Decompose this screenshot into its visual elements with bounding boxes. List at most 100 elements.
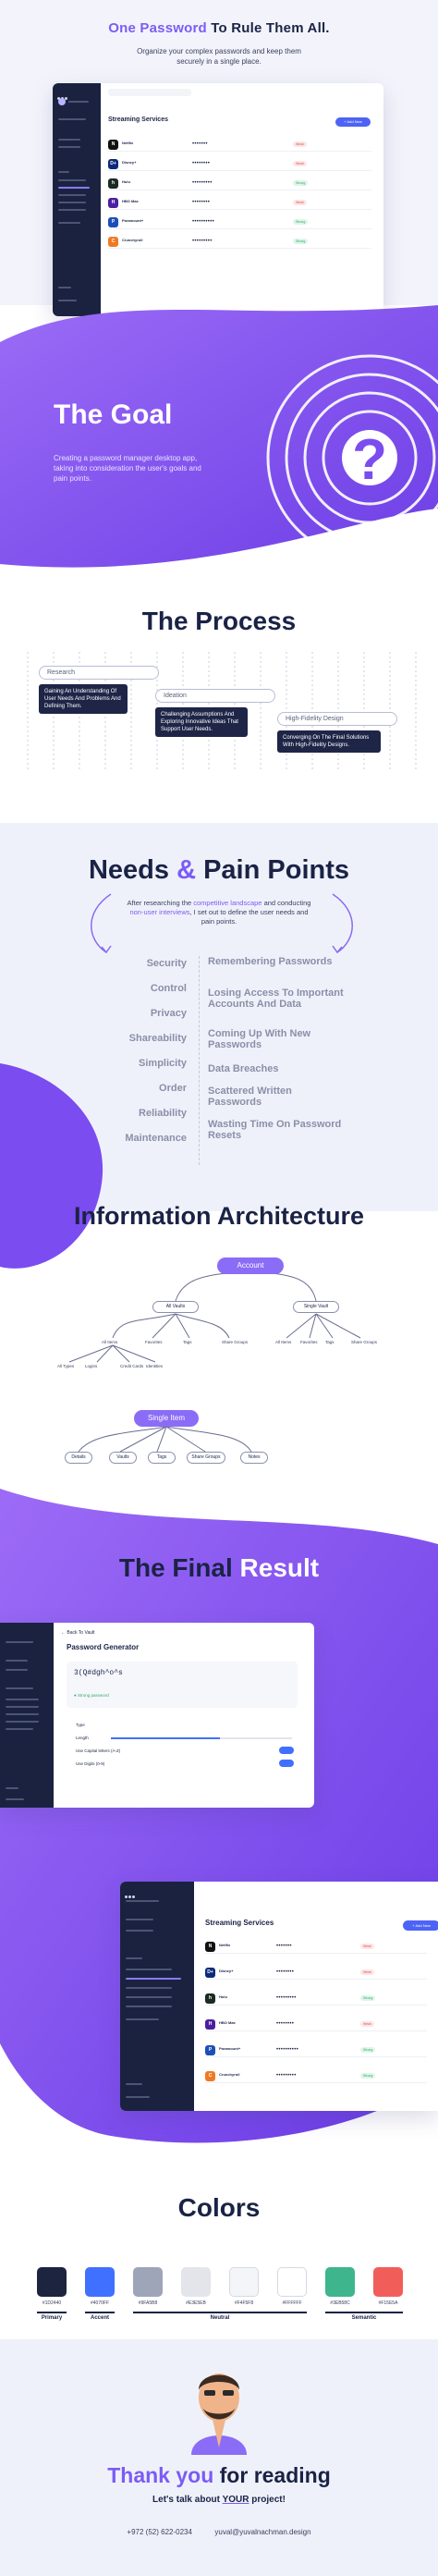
hero-service-name: Crunchyroll xyxy=(122,238,143,242)
final-strength-badge: Strong xyxy=(360,2047,376,2053)
svg-text:?: ? xyxy=(352,428,387,492)
need-item: Order xyxy=(159,1083,187,1094)
digits-toggle[interactable] xyxy=(279,1760,294,1767)
hero-service-name: Disney+ xyxy=(122,160,137,165)
final-masked-password: ••••••• xyxy=(276,1944,292,1949)
final-service-logo: h xyxy=(205,1993,215,2004)
ia-node-account: Account xyxy=(217,1257,284,1274)
color-hex-label: #F15E5A xyxy=(378,2300,398,2306)
hero-masked-password: ••••••• xyxy=(192,141,208,147)
needs-intro: After researching the competitive landsc… xyxy=(127,899,311,926)
ia-leaf-single-vault-child: All Items xyxy=(275,1340,292,1344)
needs-divider xyxy=(199,956,200,1165)
hero-strength-badge: Weak xyxy=(293,200,307,205)
final-masked-password: •••••••••• xyxy=(276,2047,299,2053)
hero-service-logo: C xyxy=(108,237,118,247)
process-note-ideation: Challenging Assumptions And Exploring In… xyxy=(155,707,248,737)
pain-item: Scattered Written Passwords xyxy=(208,1086,292,1108)
type-label: Type xyxy=(76,1723,85,1727)
process-title: The Process xyxy=(141,607,297,635)
ia-leaf-single-vault-child: Favorites xyxy=(300,1340,318,1344)
process-step-high-fidelity: High-Fidelity Design xyxy=(277,712,397,726)
group-line-primary xyxy=(37,2312,67,2313)
ia-node-single-item-child: Details xyxy=(65,1452,92,1464)
final-service-logo: P xyxy=(205,2045,215,2055)
final-masked-password: ••••••••• xyxy=(276,2073,297,2079)
group-semantic: Semantic xyxy=(351,2315,377,2321)
needs-blob xyxy=(0,1063,103,1269)
hero-service-logo: N xyxy=(108,140,118,150)
back-to-vault-link[interactable]: ← Back To Vault xyxy=(61,1630,95,1636)
hero-service-name: Netflix xyxy=(122,141,134,145)
generator-title: Password Generator xyxy=(67,1643,140,1651)
pain-item: Coming Up With New Passwords xyxy=(208,1028,311,1050)
hero-service-logo: D+ xyxy=(108,159,118,169)
ia-node-single-item-child: Tags xyxy=(148,1452,176,1464)
final-strength-badge: Weak xyxy=(360,2021,374,2027)
group-line-neutral xyxy=(133,2312,307,2313)
phone-link[interactable]: +972 (52) 622-0234 xyxy=(127,2528,192,2536)
goal-title: The Goal xyxy=(54,399,173,430)
hero-service-name: Hulu xyxy=(122,179,130,184)
ia-node-single-item-child: Notes xyxy=(240,1452,268,1464)
add-new-button[interactable]: + Add New xyxy=(335,117,371,127)
final-add-new-button[interactable]: + Add New xyxy=(403,1920,438,1931)
uppercase-toggle[interactable] xyxy=(279,1747,294,1754)
ia-leaf-all-items-child: Credit Cards xyxy=(120,1364,144,1368)
search-input[interactable] xyxy=(108,89,191,96)
color-swatch xyxy=(229,2267,259,2297)
color-hex-label: #E3E5EB xyxy=(186,2300,206,2306)
sidebar xyxy=(53,83,101,316)
hero-strength-badge: Strong xyxy=(293,239,309,244)
hero-row[interactable]: C Crunchyroll ••••••••• Strong xyxy=(108,236,371,249)
final-service-logo: H xyxy=(205,2019,215,2030)
process-step-ideation: Ideation xyxy=(155,689,275,703)
hero-service-name: Paramount+ xyxy=(122,218,144,223)
pain-item: Wasting Time On Password Resets xyxy=(208,1119,342,1141)
length-slider[interactable] xyxy=(111,1737,292,1739)
final-masked-password: •••••••• xyxy=(276,1969,295,1975)
ia-leaf-all-items-child: Identities xyxy=(146,1364,164,1368)
hero-row[interactable]: D+Disney+••••••••Weak xyxy=(108,158,371,171)
process-note-research: Gaining An Understanding Of User Needs A… xyxy=(39,684,128,714)
process-note-high-fidelity: Converging On The Final Solutions With H… xyxy=(277,730,381,753)
need-item: Maintenance xyxy=(125,1133,187,1144)
ia-leaf-all-vaults-child: All Items xyxy=(102,1340,118,1344)
hero-title: One Password To Rule Them All. xyxy=(108,20,330,36)
color-swatch xyxy=(373,2267,403,2297)
hero-service-logo: h xyxy=(108,178,118,189)
group-accent: Accent xyxy=(90,2315,109,2321)
final-service-name: HBO Max xyxy=(219,2020,236,2025)
ia-leaf-single-vault-child: Share Groups xyxy=(351,1340,378,1344)
need-item: Reliability xyxy=(139,1108,187,1119)
ia-leaf-all-vaults-child: Share Groups xyxy=(222,1340,249,1344)
hero-masked-password: ••••••••• xyxy=(192,180,213,186)
group-line-semantic xyxy=(325,2312,403,2313)
hero-row[interactable]: N Netflix ••••••• Weak xyxy=(108,139,371,152)
hero-masked-password: ••••••••• xyxy=(192,239,213,244)
length-label: Length xyxy=(76,1736,89,1740)
final-service-name: Disney+ xyxy=(219,1969,234,1973)
hero-strength-badge: Weak xyxy=(293,161,307,166)
final-window-controls[interactable] xyxy=(125,1886,136,1903)
back-arrow-icon: ← xyxy=(61,1630,67,1636)
final-strength-badge: Weak xyxy=(360,1969,374,1975)
final-row[interactable]: D+Disney+••••••••Weak xyxy=(205,1967,427,1980)
hero-strength-badge: Strong xyxy=(293,219,309,225)
email-link[interactable]: yuval@yuvalnachman.design xyxy=(214,2528,311,2536)
pain-item: Losing Access To Important Accounts And … xyxy=(208,987,344,1010)
hero-strength-badge: Weak xyxy=(293,141,307,147)
needs-title: Needs & Pain Points xyxy=(88,855,350,885)
final-strength-badge: Weak xyxy=(360,1944,374,1949)
final-service-name: Crunchyroll xyxy=(219,2072,240,2077)
